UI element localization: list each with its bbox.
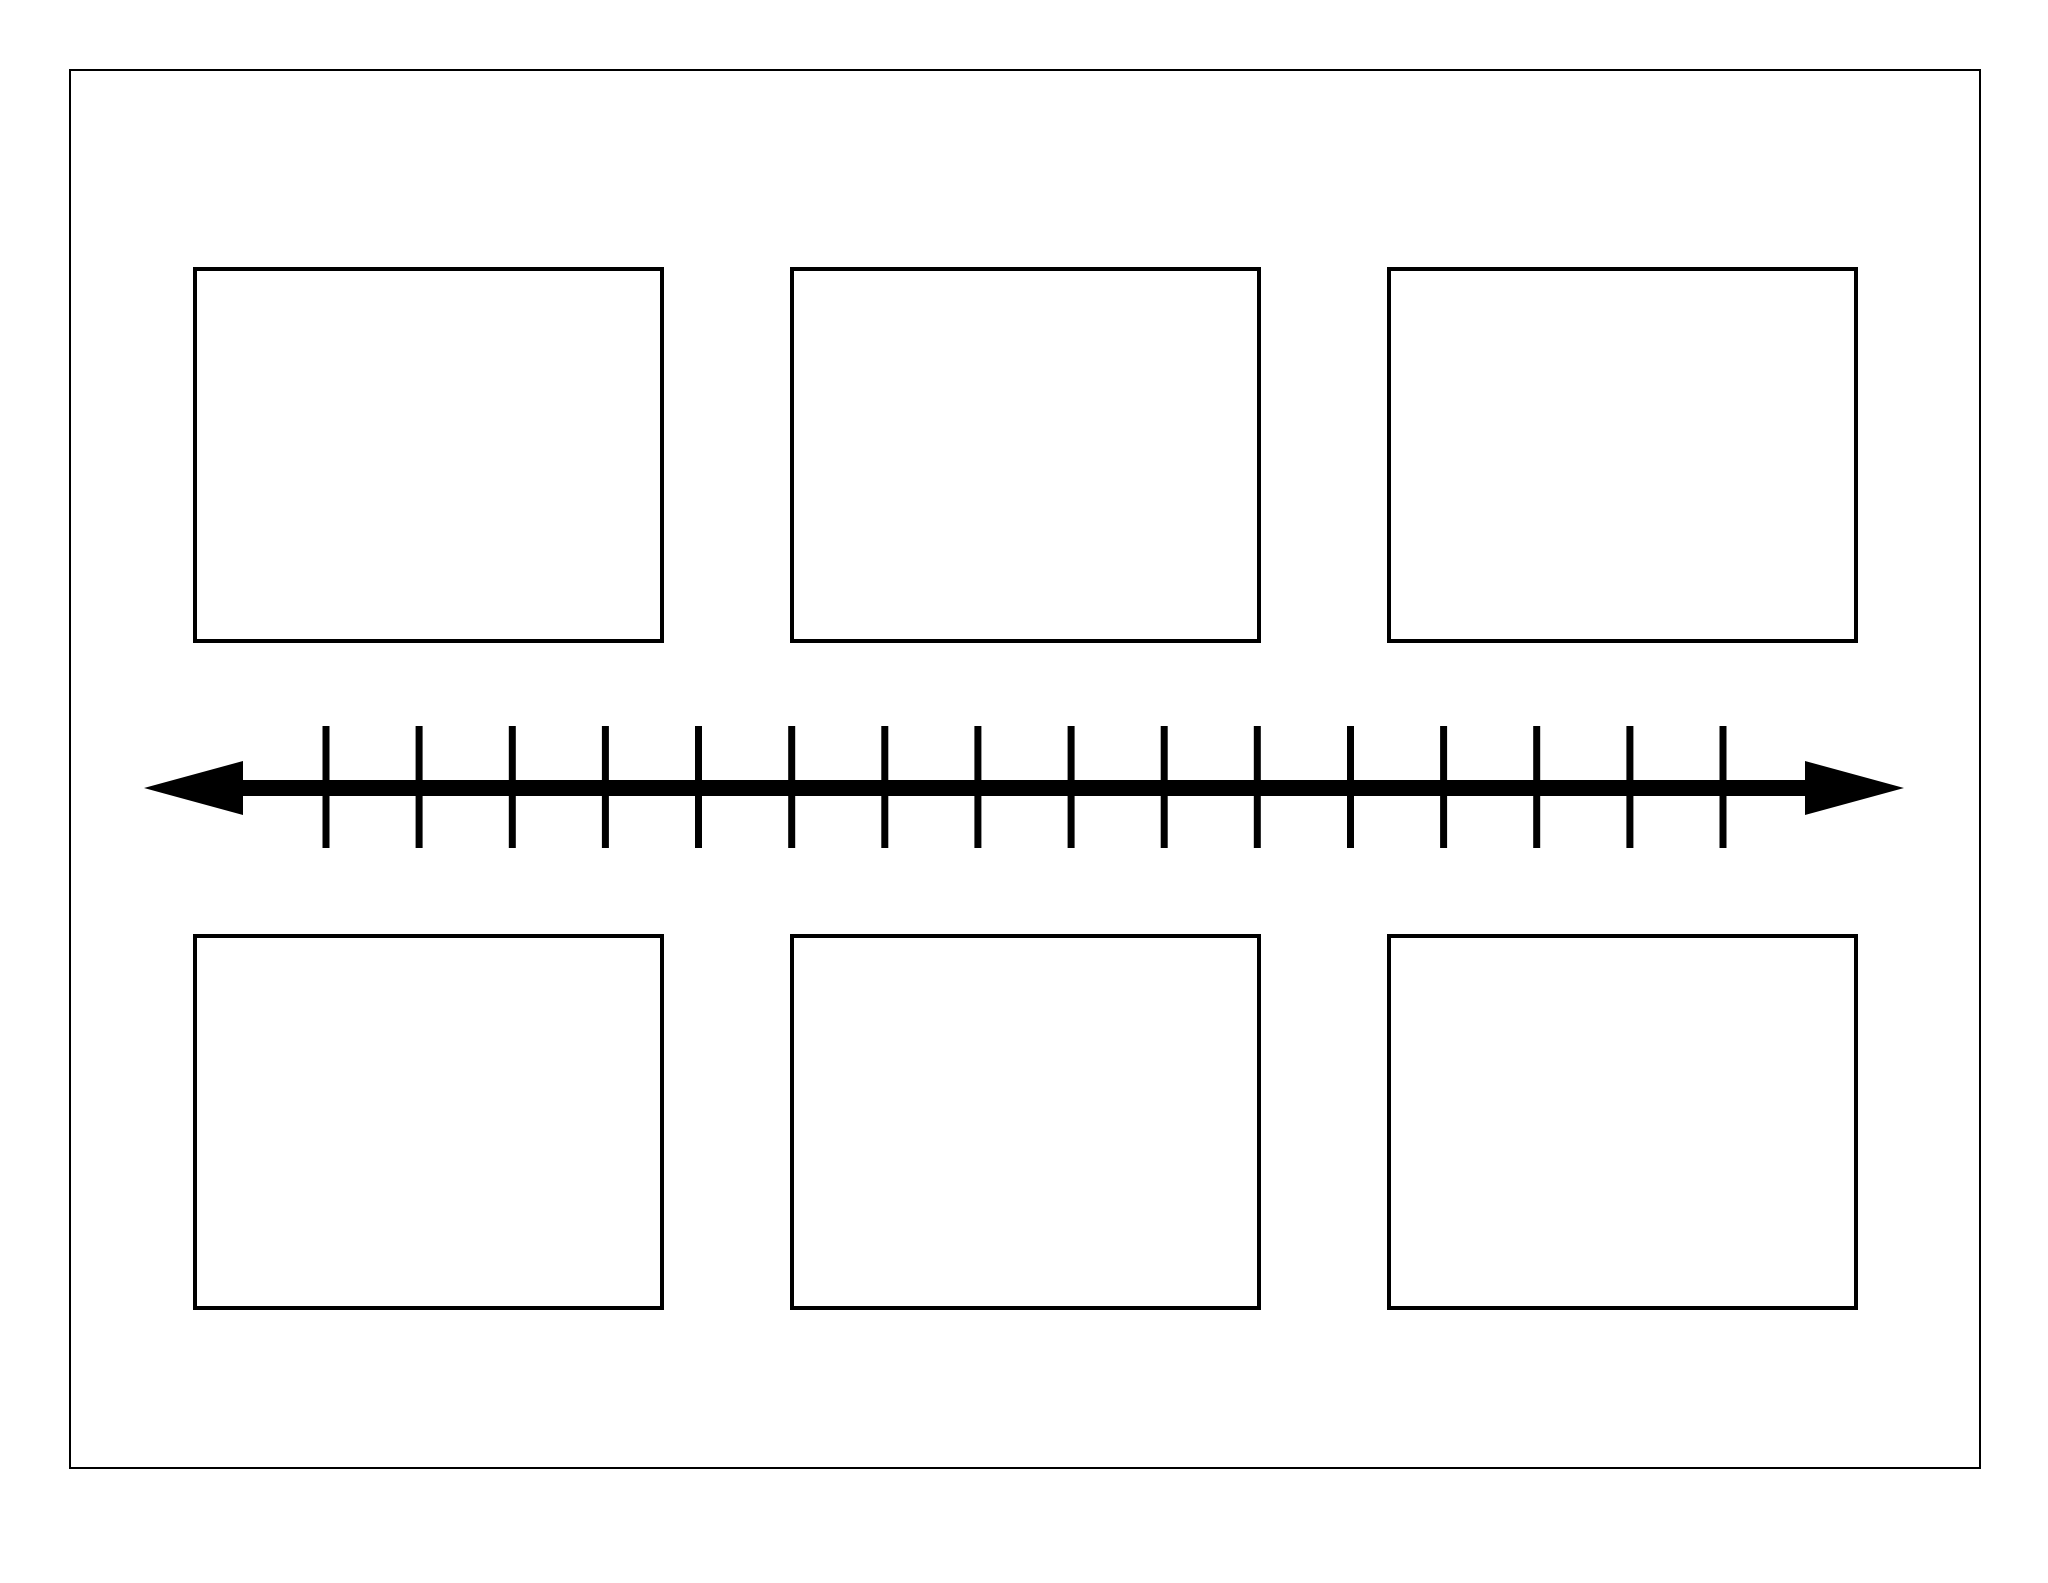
timeline-tick [881,726,889,848]
panel-top-3 [1387,267,1858,643]
timeline-tick [1719,726,1727,848]
page-border [69,69,1981,1469]
timeline-tick [1067,726,1075,848]
timeline-tick [508,726,516,848]
timeline-tick [322,726,330,848]
timeline-tick [1440,726,1448,848]
timeline-tick [415,726,423,848]
panel-bottom-2 [790,934,1261,1310]
timeline-tick [788,726,796,848]
panel-top-1 [193,267,664,643]
timeline-tick [1533,726,1541,848]
timeline-tick [1160,726,1168,848]
panel-top-2 [790,267,1261,643]
timeline-tick [695,726,702,848]
timeline-tick [1347,726,1354,848]
timeline-tick [974,726,982,848]
panel-bottom-3 [1387,934,1858,1310]
timeline-tick [1253,726,1261,848]
timeline-tick [1626,726,1634,848]
timeline-tick [601,726,609,848]
left-arrowhead [144,761,243,815]
timeline-axis-line [240,780,1808,796]
panel-bottom-1 [193,934,664,1310]
right-arrowhead [1805,761,1904,815]
